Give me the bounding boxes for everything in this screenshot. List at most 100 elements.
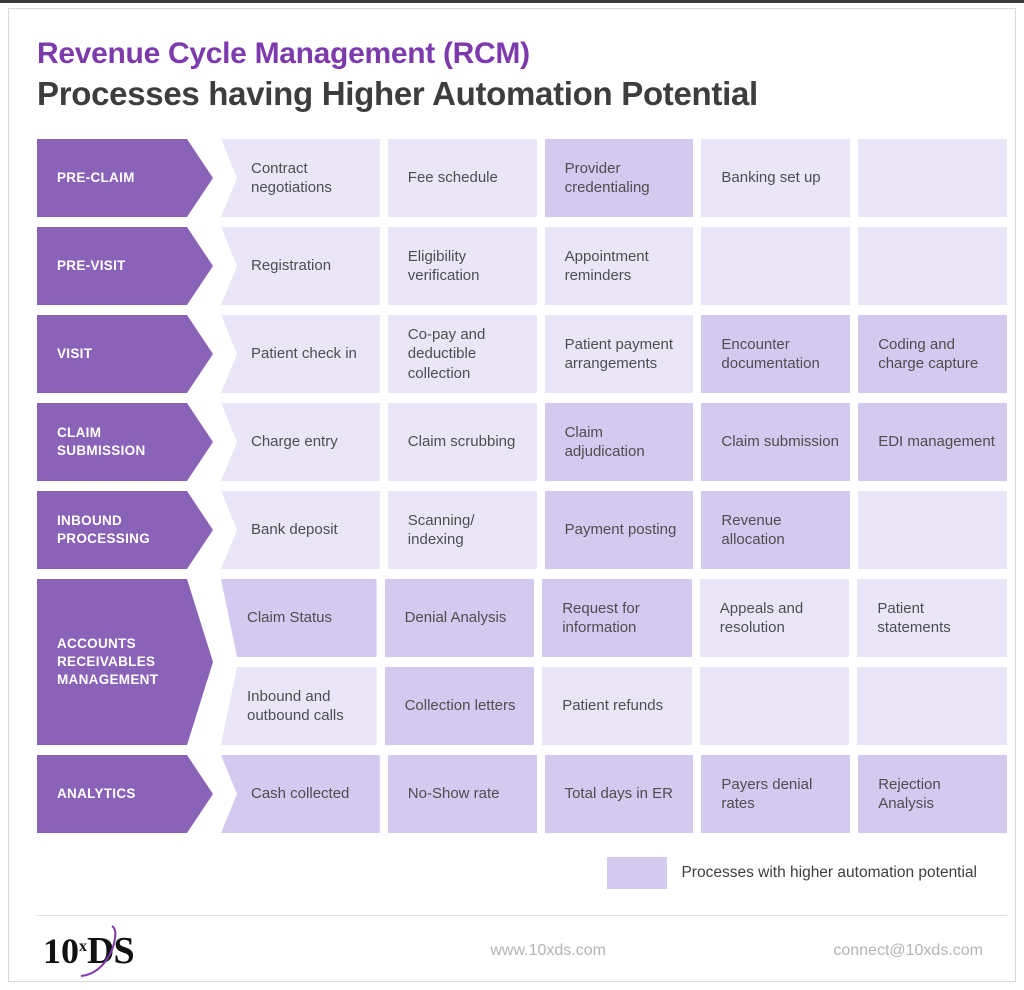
process-cell-label: Patient statements: [877, 599, 951, 637]
legend: Processes with higher automation potenti…: [37, 857, 1007, 889]
stage-label: VISIT: [57, 345, 93, 361]
process-cell-provider-credentialing: Provider credentialing: [544, 139, 694, 217]
process-cell-label: Claim adjudication: [564, 423, 645, 461]
process-cell-claim-adjudication: Claim adjudication: [544, 403, 694, 481]
stage-arrow-pre-claim: PRE-CLAIM: [37, 139, 213, 217]
process-cell-charge-entry: Charge entry: [221, 403, 380, 481]
process-cell-label: Request for information: [562, 599, 640, 637]
process-cell-encounter-documentation: Encounter documentation: [701, 315, 851, 393]
stage-arrow-claim-submission: CLAIM SUBMISSION: [37, 403, 213, 481]
legend-label: Processes with higher automation potenti…: [681, 864, 977, 881]
stage-label: CLAIM SUBMISSION: [57, 424, 146, 458]
stage-arrow-pre-visit: PRE-VISIT: [37, 227, 213, 305]
process-cell-label: Patient payment arrangements: [564, 335, 673, 373]
process-cell-co-pay-and-deductible-collection: Co-pay and deductible collection: [387, 315, 537, 393]
stage-label: ANALYTICS: [57, 785, 136, 801]
process-cell-label: Inbound and outbound calls: [247, 687, 344, 725]
process-cell-empty: [858, 227, 1007, 305]
footer-logo-area: 10xDS: [43, 925, 263, 977]
process-cell-collection-letters: Collection letters: [384, 667, 535, 745]
footer-website: www.10xds.com: [490, 942, 606, 959]
process-cell-label: Banking set up: [721, 169, 821, 187]
process-cell-label: Scanning/ indexing: [407, 511, 475, 549]
stage-arrow-visit: VISIT: [37, 315, 213, 393]
process-cell-appointment-reminders: Appointment reminders: [544, 227, 694, 305]
process-cell-empty: [857, 667, 1007, 745]
process-cell-label: Cash collected: [251, 785, 350, 803]
process-cell-label: Collection letters: [404, 697, 516, 715]
process-cell-patient-check-in: Patient check in: [221, 315, 380, 393]
legend-highlight-swatch: [607, 857, 668, 889]
process-cell-label: Claim Status: [247, 609, 333, 627]
process-cell-empty: [858, 491, 1007, 569]
logo-text-ds: DS: [87, 930, 135, 972]
stage-band-accounts-receivables-management: ACCOUNTS RECEIVABLES MANAGEMENT Claim Sta…: [37, 579, 1007, 745]
process-cell-label: Rejection Analysis: [878, 775, 941, 813]
stage-band-pre-claim: PRE-CLAIM Contract negotiations Fee schedu…: [37, 139, 1007, 217]
page-title: Revenue Cycle Management (RCM): [37, 37, 530, 70]
process-cell-request-for-information: Request for information: [542, 579, 692, 657]
stage-cells: Patient check in Co-pay and deductible co…: [221, 315, 1007, 393]
process-cell-denial-analysis: Denial Analysis: [384, 579, 535, 657]
process-cell-empty: [858, 139, 1007, 217]
process-cell-inbound-and-outbound-calls: Inbound and outbound calls: [221, 667, 377, 745]
process-cell-claim-submission: Claim submission: [701, 403, 851, 481]
window-top-edge: [0, 0, 1024, 3]
process-cell-label: EDI management: [878, 433, 995, 451]
stage-arrow-analytics: ANALYTICS: [37, 755, 213, 833]
process-cell-appeals-and-resolution: Appeals and resolution: [699, 579, 850, 657]
process-cell-contract-negotiations: Contract negotiations: [221, 139, 380, 217]
process-cell-label: Eligibility verification: [407, 247, 480, 285]
process-cell-label: Appeals and resolution: [719, 599, 804, 637]
process-cell-banking-set-up: Banking set up: [701, 139, 851, 217]
process-cell-label: Contract negotiations: [251, 159, 332, 197]
process-cell-total-days-in-er: Total days in ER: [544, 755, 694, 833]
process-cell-label: Fee schedule: [407, 169, 498, 187]
process-grid: PRE-CLAIM Contract negotiations Fee schedu…: [37, 139, 1007, 833]
process-cell-coding-and-charge-capture: Coding and charge capture: [858, 315, 1007, 393]
stage-arrow-inbound-processing: INBOUND PROCESSING: [37, 491, 213, 569]
process-cell-label: Coding and charge capture: [878, 335, 979, 373]
footer: 10xDS www.10xds.com connect@10xds.com: [37, 915, 1007, 977]
process-cell-payers-denial-rates: Payers denial rates: [701, 755, 851, 833]
stage-label: PRE-VISIT: [57, 257, 126, 273]
stage-label: PRE-CLAIM: [57, 169, 135, 185]
cell-row: Patient check in Co-pay and deductible co…: [221, 315, 1007, 393]
process-cell-rejection-analysis: Rejection Analysis: [858, 755, 1007, 833]
cell-row: Contract negotiations Fee schedule Provide…: [221, 139, 1007, 217]
process-cell-revenue-allocation: Revenue allocation: [701, 491, 851, 569]
company-logo: 10xDS: [43, 925, 135, 977]
process-cell-label: Provider credentialing: [564, 159, 650, 197]
stage-cells: Claim Status Denial Analysis Request for i…: [221, 579, 1007, 745]
cell-row: Inbound and outbound calls Collection let…: [221, 667, 1007, 745]
stage-label: ACCOUNTS RECEIVABLES MANAGEMENT: [57, 635, 159, 688]
logo-superscript-x: x: [79, 937, 87, 955]
process-cell-patient-payment-arrangements: Patient payment arrangements: [544, 315, 694, 393]
process-cell-no-show-rate: No-Show rate: [387, 755, 537, 833]
process-cell-label: Encounter documentation: [721, 335, 820, 373]
stage-band-inbound-processing: INBOUND PROCESSING Bank deposit Scanning/ …: [37, 491, 1007, 569]
stage-cells: Contract negotiations Fee schedule Provide…: [221, 139, 1007, 217]
process-cell-bank-deposit: Bank deposit: [221, 491, 380, 569]
process-cell-label: Patient check in: [251, 345, 357, 363]
logo-text-10: 10: [43, 931, 79, 971]
process-cell-label: Claim submission: [721, 433, 839, 451]
cell-row: Claim Status Denial Analysis Request for i…: [221, 579, 1007, 657]
process-cell-cash-collected: Cash collected: [221, 755, 380, 833]
process-cell-label: Patient refunds: [562, 697, 664, 715]
process-cell-label: Bank deposit: [251, 521, 338, 539]
process-cell-patient-refunds: Patient refunds: [542, 667, 692, 745]
stage-arrow-accounts-receivables-management: ACCOUNTS RECEIVABLES MANAGEMENT: [37, 579, 213, 745]
process-cell-label: Charge entry: [251, 433, 338, 451]
process-cell-label: Appointment reminders: [564, 247, 649, 285]
